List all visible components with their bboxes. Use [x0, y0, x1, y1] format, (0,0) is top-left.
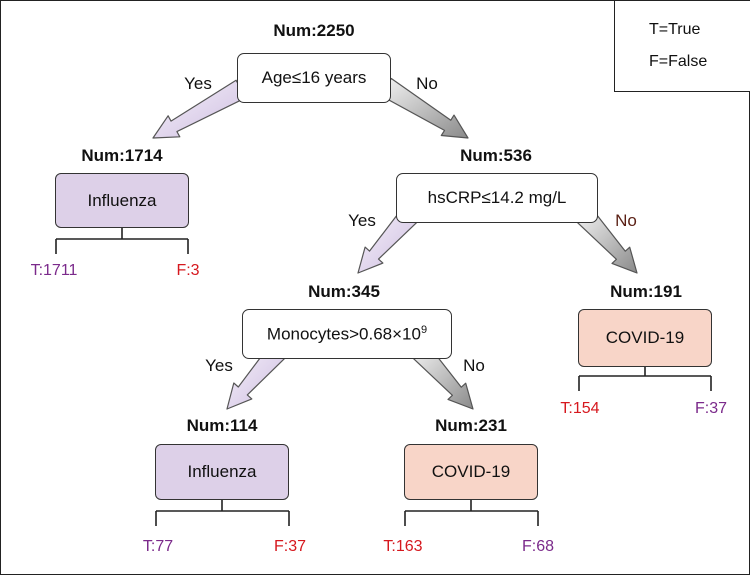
node3-condition-text: Monocytes>0.68×109: [267, 324, 427, 345]
root-condition-box: Age≤16 years: [237, 53, 391, 103]
left-leaf-true: T:1711: [30, 262, 78, 279]
node2-no-label: No: [615, 211, 637, 230]
leaf-191-box: COVID-19: [578, 309, 712, 367]
node2-num: Num:536: [460, 146, 532, 165]
arrow-node3-yes: [226, 344, 286, 410]
root-condition-text: Age≤16 years: [261, 68, 367, 87]
leaf-191-false: F:37: [694, 400, 728, 417]
left-leaf-label: Influenza: [87, 190, 157, 210]
left-leaf-box: Influenza: [55, 173, 189, 228]
node3-condition-box: Monocytes>0.68×109: [242, 309, 452, 359]
leaf-191-label: COVID-19: [605, 328, 685, 347]
arrow-root-no: [380, 77, 469, 139]
node2-yes-label: Yes: [348, 211, 376, 230]
arrow-root-yes: [152, 79, 247, 139]
leaf-231-true: T:163: [383, 538, 423, 555]
left-leaf-false: F:3: [176, 262, 200, 279]
node3-condition-exponent: 9: [420, 323, 428, 336]
leaf-114-num: Num:114: [186, 416, 258, 435]
arrow-node2-yes: [357, 208, 418, 274]
bracket-leaf-191: [578, 366, 712, 391]
legend-box: T=True F=False: [614, 1, 750, 92]
legend-false: F=False: [649, 53, 708, 70]
bracket-left-leaf: [55, 227, 189, 254]
branch-arrows: [152, 77, 638, 410]
leaf-114-box: Influenza: [155, 444, 289, 500]
bracket-leaf-114: [155, 499, 290, 526]
leaf-231-label: COVID-19: [431, 462, 511, 481]
leaf-231-box: COVID-19: [404, 444, 538, 500]
bracket-leaf-231: [404, 499, 539, 526]
node2-condition-box: hsCRP≤14.2 mg/L: [396, 173, 598, 223]
node3-num: Num:345: [308, 282, 380, 301]
node2-condition-text: hsCRP≤14.2 mg/L: [427, 188, 567, 207]
node3-yes-label: Yes: [205, 356, 233, 375]
legend-true: T=True: [649, 21, 701, 38]
left-leaf-num: Num:1714: [81, 146, 163, 165]
leaf-191-true: T:154: [560, 400, 600, 417]
root-num: Num:2250: [273, 21, 355, 40]
leaf-191-num: Num:191: [610, 282, 682, 301]
leaf-114-true: T:77: [142, 538, 174, 555]
node3-condition-base: Monocytes>0.68×10: [266, 324, 421, 344]
root-yes-label: Yes: [184, 74, 212, 93]
leaf-114-false: F:37: [273, 538, 307, 555]
leaf-114-label: Influenza: [187, 462, 257, 481]
node3-no-label: No: [463, 356, 485, 375]
leaf-231-false: F:68: [521, 538, 555, 555]
leaf-231-num: Num:231: [435, 416, 507, 435]
root-no-label: No: [416, 74, 438, 93]
